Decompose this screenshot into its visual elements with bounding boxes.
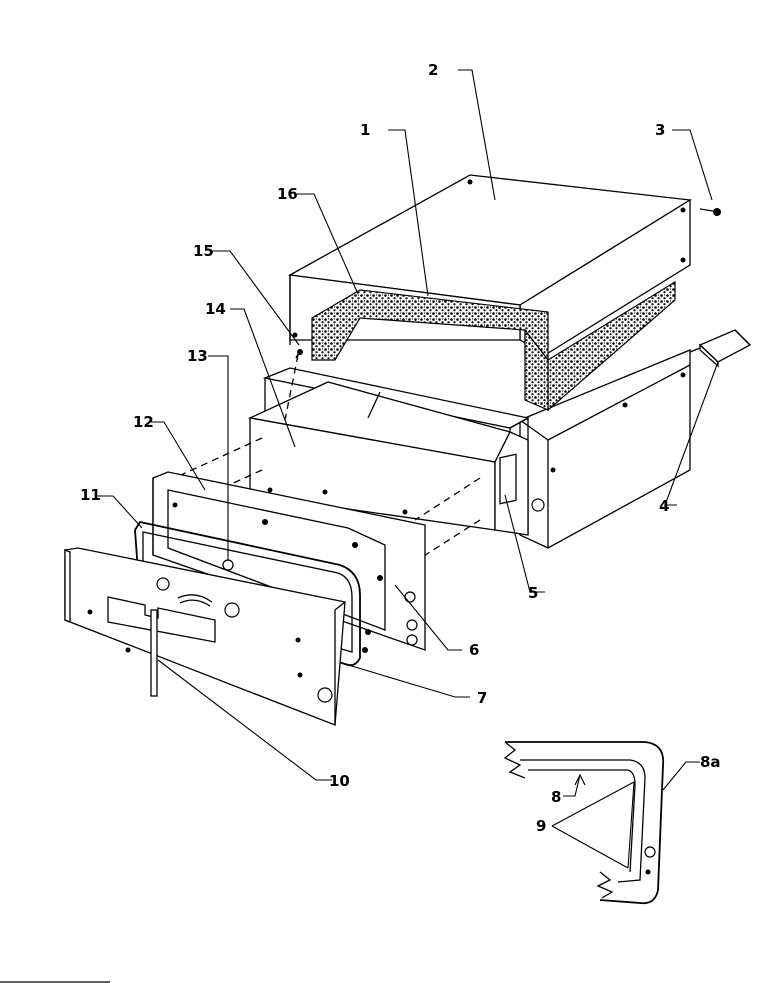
grommet-13 bbox=[222, 559, 234, 571]
screw-15 bbox=[295, 349, 303, 359]
callout-8a: 8a bbox=[700, 753, 721, 771]
callout-9: 9 bbox=[536, 817, 546, 835]
callout-3: 3 bbox=[655, 121, 665, 139]
screw-3 bbox=[699, 208, 721, 216]
insulation-liner bbox=[311, 280, 676, 412]
outer-housing bbox=[519, 349, 691, 549]
callout-4: 4 bbox=[659, 497, 669, 515]
callout-5: 5 bbox=[528, 584, 538, 602]
callout-8: 8 bbox=[551, 788, 561, 806]
callout-6: 6 bbox=[469, 641, 479, 659]
callout-12: 12 bbox=[133, 413, 154, 431]
callout-11: 11 bbox=[80, 486, 101, 504]
callout-1: 1 bbox=[360, 121, 370, 139]
callout-10: 10 bbox=[329, 772, 350, 790]
callout-2: 2 bbox=[428, 61, 438, 79]
detail-inset bbox=[503, 741, 665, 905]
callout-13: 13 bbox=[187, 347, 208, 365]
leader-lines bbox=[97, 69, 719, 869]
callout-7: 7 bbox=[477, 689, 487, 707]
handle-strip bbox=[150, 609, 158, 697]
callout-14: 14 bbox=[205, 300, 226, 318]
callout-16: 16 bbox=[277, 185, 298, 203]
callout-15: 15 bbox=[193, 242, 214, 260]
front-panel bbox=[64, 547, 346, 726]
power-cord-plug bbox=[689, 329, 752, 368]
